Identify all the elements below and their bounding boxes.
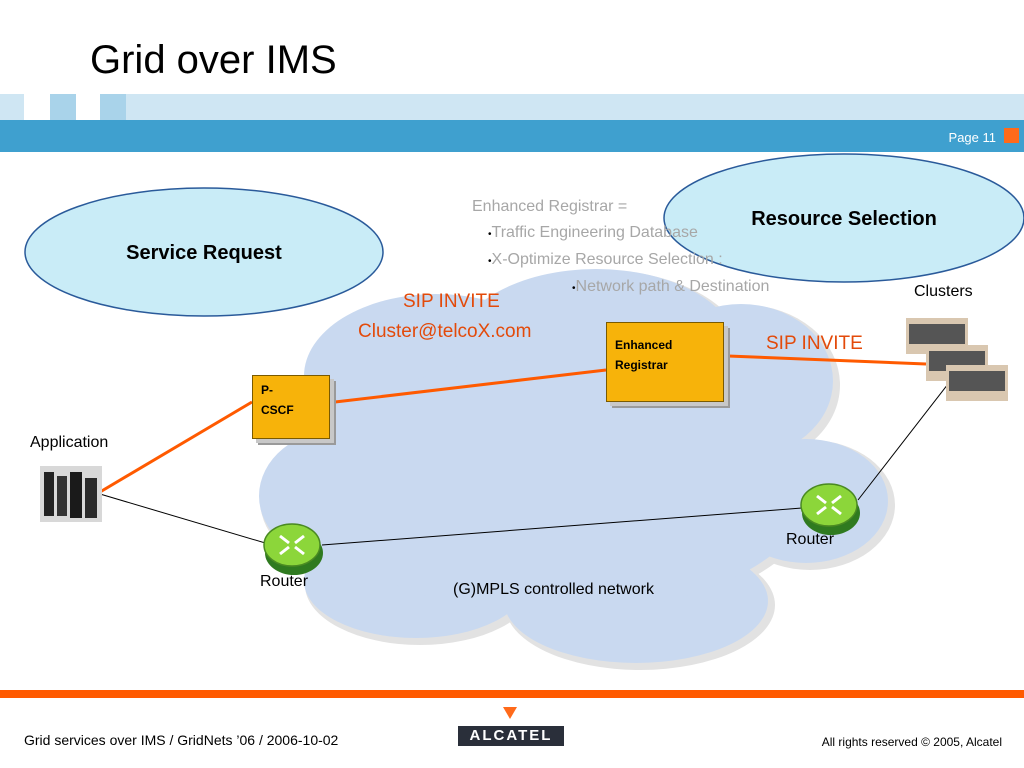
logo-arrow-icon <box>503 707 517 719</box>
header-square <box>50 94 76 120</box>
sip-uri-label: Cluster@telcoX.com <box>358 321 532 342</box>
resource-selection-ellipse <box>663 153 1024 283</box>
header-square <box>24 94 50 120</box>
resource-selection-label: Resource Selection <box>751 208 937 230</box>
page-marker-icon <box>1004 128 1019 143</box>
footer-accent-line <box>0 690 1024 698</box>
header-square <box>74 94 100 120</box>
slide-title: Grid over IMS <box>90 38 337 82</box>
router-right-label: Router <box>786 531 835 548</box>
sip-line-registrar-clusters <box>727 354 927 366</box>
footer-right-text: All rights reserved © 2005, Alcatel <box>821 735 1002 749</box>
registrar-note-heading: Enhanced Registrar = <box>472 198 628 215</box>
p-cscf-box: P- CSCF <box>252 375 330 439</box>
header-band-dark <box>0 120 1024 152</box>
registrar-note-bullet: •X-Optimize Resource Selection : <box>488 251 723 268</box>
registrar-note-bullet: •Traffic Engineering Database <box>488 224 698 241</box>
server-rack-icon <box>40 466 102 522</box>
page-number: Page 11 <box>948 130 996 145</box>
router-icon <box>800 483 860 535</box>
sip-line-app-pcscf <box>99 400 253 494</box>
p-cscf-line-2: CSCF <box>261 403 294 417</box>
sip-invite-label: SIP INVITE <box>403 291 500 312</box>
sip-line-pcscf-registrar <box>334 368 607 404</box>
alcatel-logo: ALCATEL <box>458 726 564 746</box>
router-left-label: Router <box>260 573 309 590</box>
registrar-note-bullet: •Network path & Destination <box>572 278 770 295</box>
header-band-light <box>0 94 1024 120</box>
link-app-router <box>99 493 273 546</box>
header-square <box>100 94 126 120</box>
service-request-label: Service Request <box>126 242 282 264</box>
footer-left-text: Grid services over IMS / GridNets ’06 / … <box>24 732 339 748</box>
cloud-shape <box>259 269 895 670</box>
clusters-label: Clusters <box>914 283 973 300</box>
link-router-router <box>321 507 803 546</box>
link-router-clusters <box>857 374 956 501</box>
registrar-line-1: Enhanced <box>615 338 673 352</box>
server-rack-icon <box>946 365 1008 401</box>
sip-invite-label: SIP INVITE <box>766 333 863 354</box>
registrar-line-2: Registrar <box>615 358 668 372</box>
service-request-ellipse <box>24 187 384 317</box>
router-icon <box>263 523 323 575</box>
enhanced-registrar-box: Enhanced Registrar <box>606 322 724 402</box>
p-cscf-line-1: P- <box>261 383 273 397</box>
application-label: Application <box>30 434 109 451</box>
network-label: (G)MPLS controlled network <box>453 581 654 598</box>
